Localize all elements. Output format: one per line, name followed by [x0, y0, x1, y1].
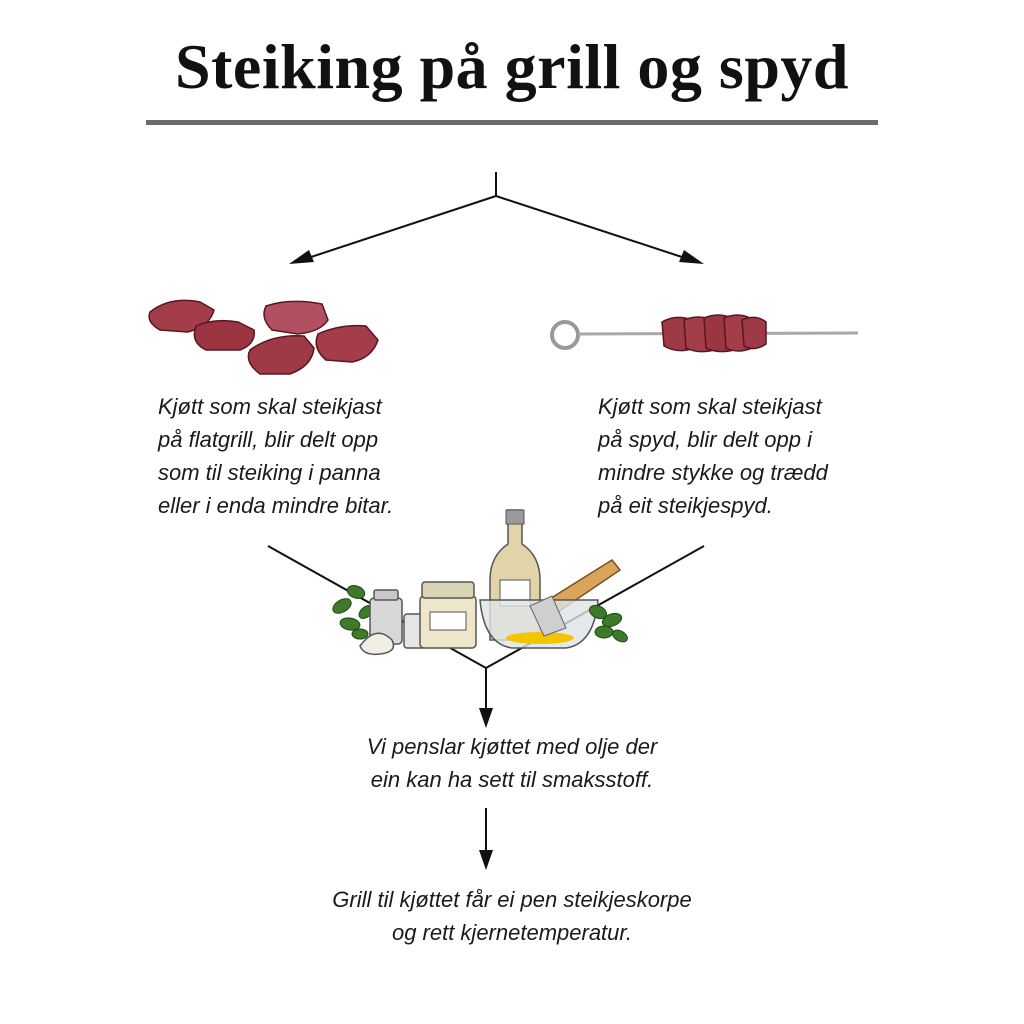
split-arrows	[289, 172, 704, 264]
merge-lines	[268, 546, 704, 728]
meat-slices-icon	[149, 300, 378, 374]
step-arrow	[479, 808, 493, 870]
skewer-description: Kjøtt som skal steikjast på spyd, blir d…	[598, 390, 898, 522]
ingredients-illustration	[330, 510, 629, 654]
skewer-icon	[552, 315, 858, 352]
flatgrill-description: Kjøtt som skal steikjast på flatgrill, b…	[158, 390, 458, 522]
grill-description: Grill til kjøttet får ei pen steikjeskor…	[212, 883, 812, 949]
brush-oil-description: Vi penslar kjøttet med olje der ein kan …	[262, 730, 762, 796]
